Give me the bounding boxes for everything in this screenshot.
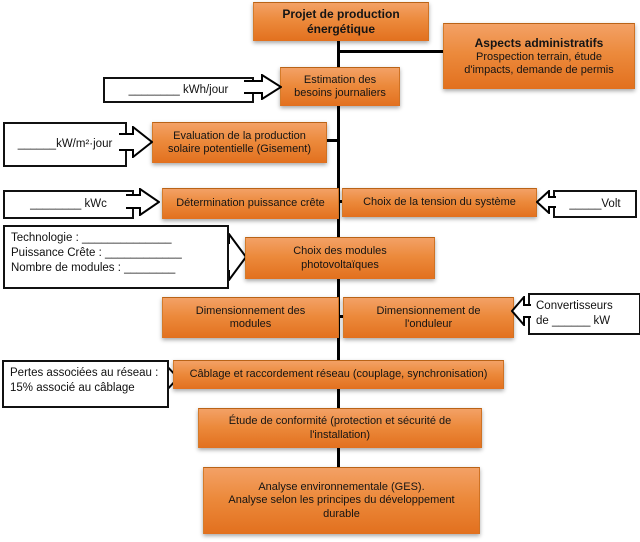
node-choix-modules: Choix des modules photovoltaïques (245, 237, 435, 279)
node-aspects-administratifs: Aspects administratifs Prospection terra… (443, 23, 635, 89)
node-tension-systeme: Choix de la tension du système (342, 188, 537, 217)
node-aspects-title: Aspects administratifs (474, 35, 604, 50)
arrow-right-icon (126, 188, 160, 216)
node-evaluation-gisement: Evaluation de la production solaire pote… (152, 122, 327, 163)
arrow-right-icon (119, 126, 153, 158)
arrow-left-icon (536, 190, 556, 214)
callout-kw-m2-jour: ______kW/m²·jour (3, 122, 127, 167)
node-analyse-environnementale: Analyse environnementale (GES). Analyse … (203, 467, 480, 534)
node-cablage-raccordement: Câblage et raccordement réseau (couplage… (173, 360, 504, 389)
callout-convertisseurs: Convertisseurs de ______ kW (528, 293, 640, 335)
node-dimensionnement-modules: Dimensionnement des modules (162, 297, 339, 338)
connector-dimensionnement (328, 315, 352, 318)
callout-kwh-jour: ________ kWh/jour (103, 77, 254, 103)
callout-volt: _____Volt (553, 190, 637, 218)
node-aspects-body: Prospection terrain, étude d'impacts, de… (464, 50, 614, 77)
node-projet: Projet de production énergétique (253, 2, 429, 41)
connector-to-aspects (338, 50, 445, 53)
node-dimensionnement-onduleur: Dimensionnement de l'onduleur (343, 297, 514, 338)
connector-evaluation (320, 139, 340, 142)
node-estimation-besoins: Estimation des besoins journaliers (280, 67, 400, 106)
node-puissance-crete: Détermination puissance crête (162, 188, 339, 219)
callout-pertes-reseau: Pertes associées au réseau : 15% associé… (2, 360, 169, 408)
callout-technologie: Technologie : ______________ Puissance C… (3, 225, 229, 289)
node-etude-conformite: Étude de conformité (protection et sécur… (198, 408, 482, 448)
connector-puissance-tension (328, 200, 350, 203)
callout-kwc: ________ kWc (3, 190, 134, 219)
arrow-left-icon (511, 296, 531, 326)
arrow-right-icon (244, 74, 282, 100)
